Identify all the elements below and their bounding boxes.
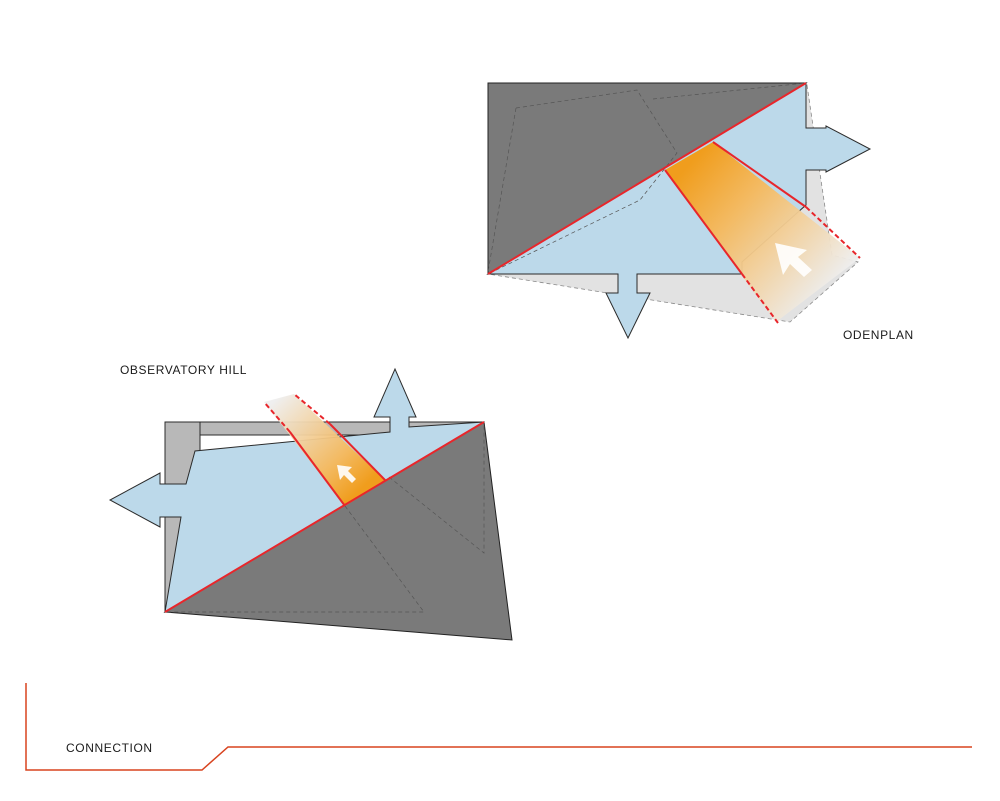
odenplan-red-beam-left [664, 169, 743, 275]
odenplan-red-beam-right [712, 141, 807, 208]
observatory-red-beam-left [289, 431, 346, 507]
cursor-arrow-icon [337, 465, 356, 483]
connection-frame [25, 683, 972, 771]
observatory-blue-shape [108, 367, 485, 613]
observatory-dashed-outline-2 [165, 505, 425, 613]
odenplan-dashed-outline-2 [652, 82, 807, 100]
observatory-beam [264, 394, 386, 506]
connection-label: CONNECTION [66, 741, 153, 755]
odenplan-red-beam-left-dashed [741, 273, 779, 324]
odenplan-label: ODENPLAN [843, 328, 914, 342]
cursor-arrow-icon [775, 243, 812, 277]
observatory-red-beam-left-dashed [263, 401, 291, 433]
odenplan-red-beam-right-dashed [805, 206, 861, 259]
odenplan-dashed-outline [487, 89, 678, 275]
observatory-red-beam-right [329, 423, 387, 482]
observatory-dashed-outline [388, 422, 485, 554]
odenplan-diagram [486, 82, 872, 340]
observatory-hill-diagram [108, 367, 513, 641]
odenplan-beam [665, 142, 860, 322]
observatory-red-diagonal [164, 421, 485, 613]
observatory-hill-label: OBSERVATORY HILL [120, 363, 247, 377]
odenplan-red-diagonal [487, 82, 807, 275]
frame-line [25, 683, 972, 771]
